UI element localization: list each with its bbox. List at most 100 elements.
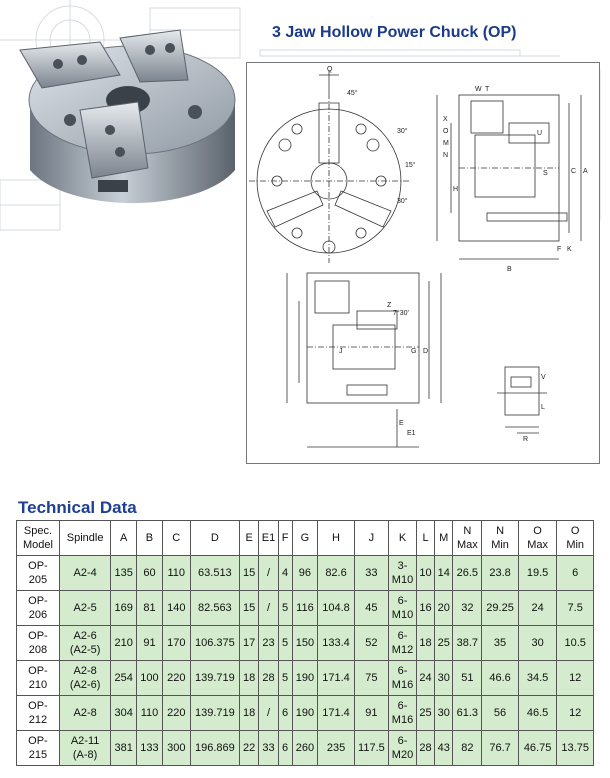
table-cell: A2-11(A-8) — [58, 730, 112, 766]
cell-line1: 6- — [397, 595, 408, 607]
table-cell: 46.6 — [481, 660, 519, 696]
column-header: E — [239, 520, 260, 556]
cell-line1: 6- — [397, 665, 408, 677]
cell-line1: 43 — [437, 742, 450, 754]
table-cell: 30 — [434, 695, 454, 731]
cell-line1: 5 — [282, 602, 289, 614]
column-header-line1: K — [398, 532, 407, 544]
table-cell: 18 — [239, 695, 260, 731]
column-header-line2: Min — [566, 539, 585, 551]
cell-line1: 30 — [531, 637, 544, 649]
cell-line1: 170 — [167, 637, 186, 649]
drawing-label: U — [537, 130, 542, 137]
cell-line1: A2-6 — [73, 630, 97, 642]
cell-line2: M10 — [391, 574, 414, 586]
product-title: 3 Jaw Hollow Power Chuck (OP) — [272, 24, 517, 41]
drawing-label: M — [443, 140, 449, 147]
cell-line1: 3- — [397, 560, 408, 572]
table-cell: 29.25 — [481, 590, 519, 626]
table-cell: 96 — [291, 555, 319, 591]
table-cell: 82.563 — [189, 590, 241, 626]
table-cell: 110 — [136, 695, 163, 731]
table-cell: / — [258, 695, 279, 731]
cell-line1: OP- — [28, 560, 48, 572]
column-header: M — [434, 520, 454, 556]
table-cell: 30 — [517, 625, 558, 661]
column-header-line1: F — [281, 532, 289, 544]
table-cell: 300 — [161, 730, 191, 766]
table-cell: 28 — [258, 660, 279, 696]
cell-line1: 6 — [572, 567, 579, 579]
cell-line1: 32 — [461, 602, 474, 614]
column-header-line1: B — [145, 532, 154, 544]
cell-line1: 45 — [365, 602, 378, 614]
drawing-label: G — [411, 348, 416, 355]
table-cell: 56 — [481, 695, 519, 731]
table-cell: 14 — [434, 555, 454, 591]
model-cell: OP- 205 — [16, 555, 60, 591]
cell-line1: 304 — [114, 707, 133, 719]
cell-line1: 34.5 — [526, 672, 549, 684]
table-cell: 18 — [415, 625, 436, 661]
table-cell: 133 — [136, 730, 163, 766]
table-cell: 170 — [161, 625, 191, 661]
cell-line2: M20 — [391, 749, 414, 761]
table-cell: 20 — [434, 590, 454, 626]
table-cell: 4 — [277, 555, 293, 591]
cell-line1: 56 — [493, 707, 507, 719]
table-cell: 139.719 — [189, 660, 241, 696]
table-cell: 38.7 — [452, 625, 483, 661]
table-cell: A2-4 — [58, 555, 112, 591]
table-cell: A2-6(A2-5) — [58, 625, 112, 661]
cell-line1: 23 — [262, 637, 275, 649]
table-cell: 6-M12 — [388, 625, 417, 661]
cell-line1: 82.563 — [198, 602, 232, 614]
cell-line1: 100 — [140, 672, 159, 684]
cell-line1: 82 — [461, 742, 474, 754]
drawing-label: C — [571, 168, 576, 175]
table-cell: 196.869 — [189, 730, 241, 766]
cell-line2: M16 — [391, 714, 414, 726]
cell-line2: 205 — [28, 574, 48, 586]
table-cell: 10.5 — [556, 625, 594, 661]
cell-line1: 190 — [295, 672, 315, 684]
table-cell: 10 — [415, 555, 436, 591]
cell-line1: 82.6 — [325, 567, 347, 579]
table-cell: 24 — [517, 590, 558, 626]
drawing-label: 30° — [397, 197, 408, 205]
cell-line1: 190 — [295, 707, 315, 719]
table-cell: 82 — [452, 730, 483, 766]
table-cell: 6-M16 — [388, 660, 417, 696]
table-cell: 220 — [161, 695, 191, 731]
table-cell: 171.4 — [317, 695, 355, 731]
cell-line1: 17 — [243, 637, 256, 649]
cell-line2: M16 — [391, 679, 414, 691]
cell-line1: A2-11 — [70, 735, 100, 747]
column-header: F — [277, 520, 293, 556]
cell-line1: 75 — [365, 672, 378, 684]
column-header-line1: Spindle — [66, 532, 104, 544]
cell-line1: 20 — [437, 602, 450, 614]
drawing-label: R — [523, 436, 528, 443]
column-header-line1: O — [533, 525, 542, 537]
table-cell: 171.4 — [317, 660, 355, 696]
table-cell: 6 — [277, 730, 293, 766]
drawing-label: V — [541, 374, 546, 381]
table-cell: 150 — [291, 625, 319, 661]
drawing-label: E1 — [407, 430, 416, 437]
cell-line1: 300 — [167, 742, 186, 754]
model-cell: OP-215 — [16, 730, 60, 766]
table-cell: 117.5 — [353, 730, 390, 766]
cell-line2: (A2-6) — [69, 679, 101, 691]
table-cell: 3-M10 — [388, 555, 417, 591]
drawing-label: K — [567, 246, 572, 253]
cell-line1: 30 — [437, 672, 450, 684]
